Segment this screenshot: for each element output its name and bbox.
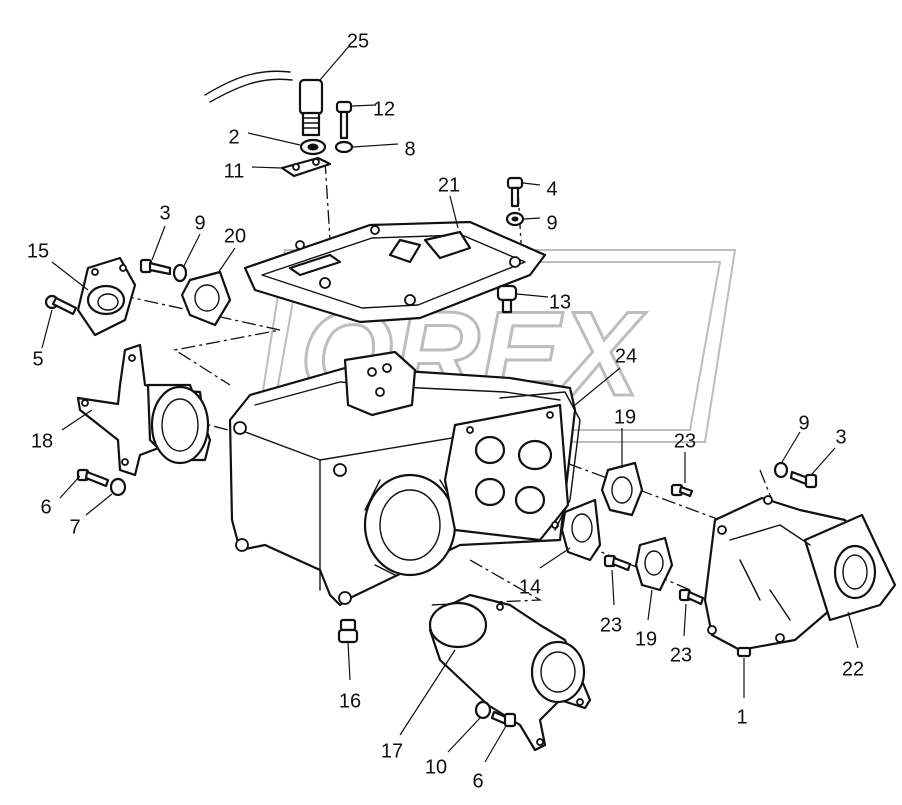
callout-c13: 13 — [549, 291, 571, 313]
callout-c9c: 9 — [798, 412, 809, 434]
callout-c9a: 9 — [194, 212, 205, 234]
callout-c18: 18 — [31, 430, 53, 452]
bolt-3-right — [789, 470, 818, 489]
washer-10 — [474, 700, 492, 720]
gasket-19-lower — [634, 536, 674, 592]
washer-7 — [109, 477, 127, 497]
callout-c24: 24 — [615, 345, 637, 367]
gasket-19-upper — [600, 461, 644, 517]
washer-8 — [334, 140, 354, 154]
gasket-24 — [499, 391, 581, 531]
bolt-12 — [335, 100, 353, 140]
callout-c1: 1 — [736, 706, 747, 728]
washer-9-top — [505, 211, 525, 227]
cover-plate-14 — [560, 498, 602, 562]
callout-c25: 25 — [347, 30, 369, 52]
callout-c23c: 23 — [670, 644, 692, 666]
callout-c16: 16 — [339, 690, 361, 712]
callout-c17: 17 — [381, 740, 403, 762]
nut-2 — [299, 138, 327, 156]
plate-11 — [280, 156, 332, 178]
gasket-20 — [180, 270, 232, 327]
callout-c21: 21 — [438, 174, 460, 196]
bolt-5 — [44, 294, 78, 316]
main-housing — [228, 350, 577, 607]
callout-c6b: 6 — [472, 770, 483, 792]
plug-16 — [337, 618, 359, 644]
bolt-4 — [506, 176, 524, 208]
callout-c12: 12 — [373, 98, 395, 120]
callout-c15: 15 — [27, 240, 49, 262]
callout-c10: 10 — [425, 756, 447, 778]
callout-c7: 7 — [69, 516, 80, 538]
sensor-25 — [204, 70, 324, 137]
callout-c23a: 23 — [674, 430, 696, 452]
callout-c2: 2 — [228, 126, 239, 148]
leader-lines — [41, 44, 859, 763]
callout-c14: 14 — [519, 576, 541, 598]
callout-c8: 8 — [404, 138, 415, 160]
washer-9-left — [172, 263, 188, 283]
callout-c9b: 9 — [546, 212, 557, 234]
bolt-23-lower-right — [678, 588, 705, 606]
washer-9-right — [773, 461, 789, 479]
rear-cover-22 — [703, 495, 897, 652]
top-cover-21 — [243, 220, 547, 324]
callout-c11: 11 — [224, 160, 245, 182]
adapter-flange-18 — [76, 343, 212, 477]
bearing-cover-15 — [76, 256, 137, 337]
bolt-6-left — [76, 468, 110, 488]
callout-c22: 22 — [842, 658, 864, 680]
bolt-6-bottom — [490, 710, 517, 728]
plug-13 — [496, 284, 518, 314]
callout-c20: 20 — [224, 225, 246, 247]
bolt-23-lower-left — [603, 554, 632, 572]
callout-c3b: 3 — [835, 426, 846, 448]
callout-c23b: 23 — [600, 614, 622, 636]
callout-c3a: 3 — [159, 202, 170, 224]
callout-c5: 5 — [32, 348, 43, 370]
callout-c19b: 19 — [635, 628, 657, 650]
adapter-flange-17 — [428, 593, 592, 752]
bolt-23-upper — [670, 483, 694, 498]
bolt-3-left — [139, 258, 172, 276]
callout-c6a: 6 — [40, 496, 51, 518]
dowel-pin-1 — [736, 646, 752, 658]
callout-c4: 4 — [546, 178, 557, 200]
callout-c19a: 19 — [614, 406, 636, 428]
